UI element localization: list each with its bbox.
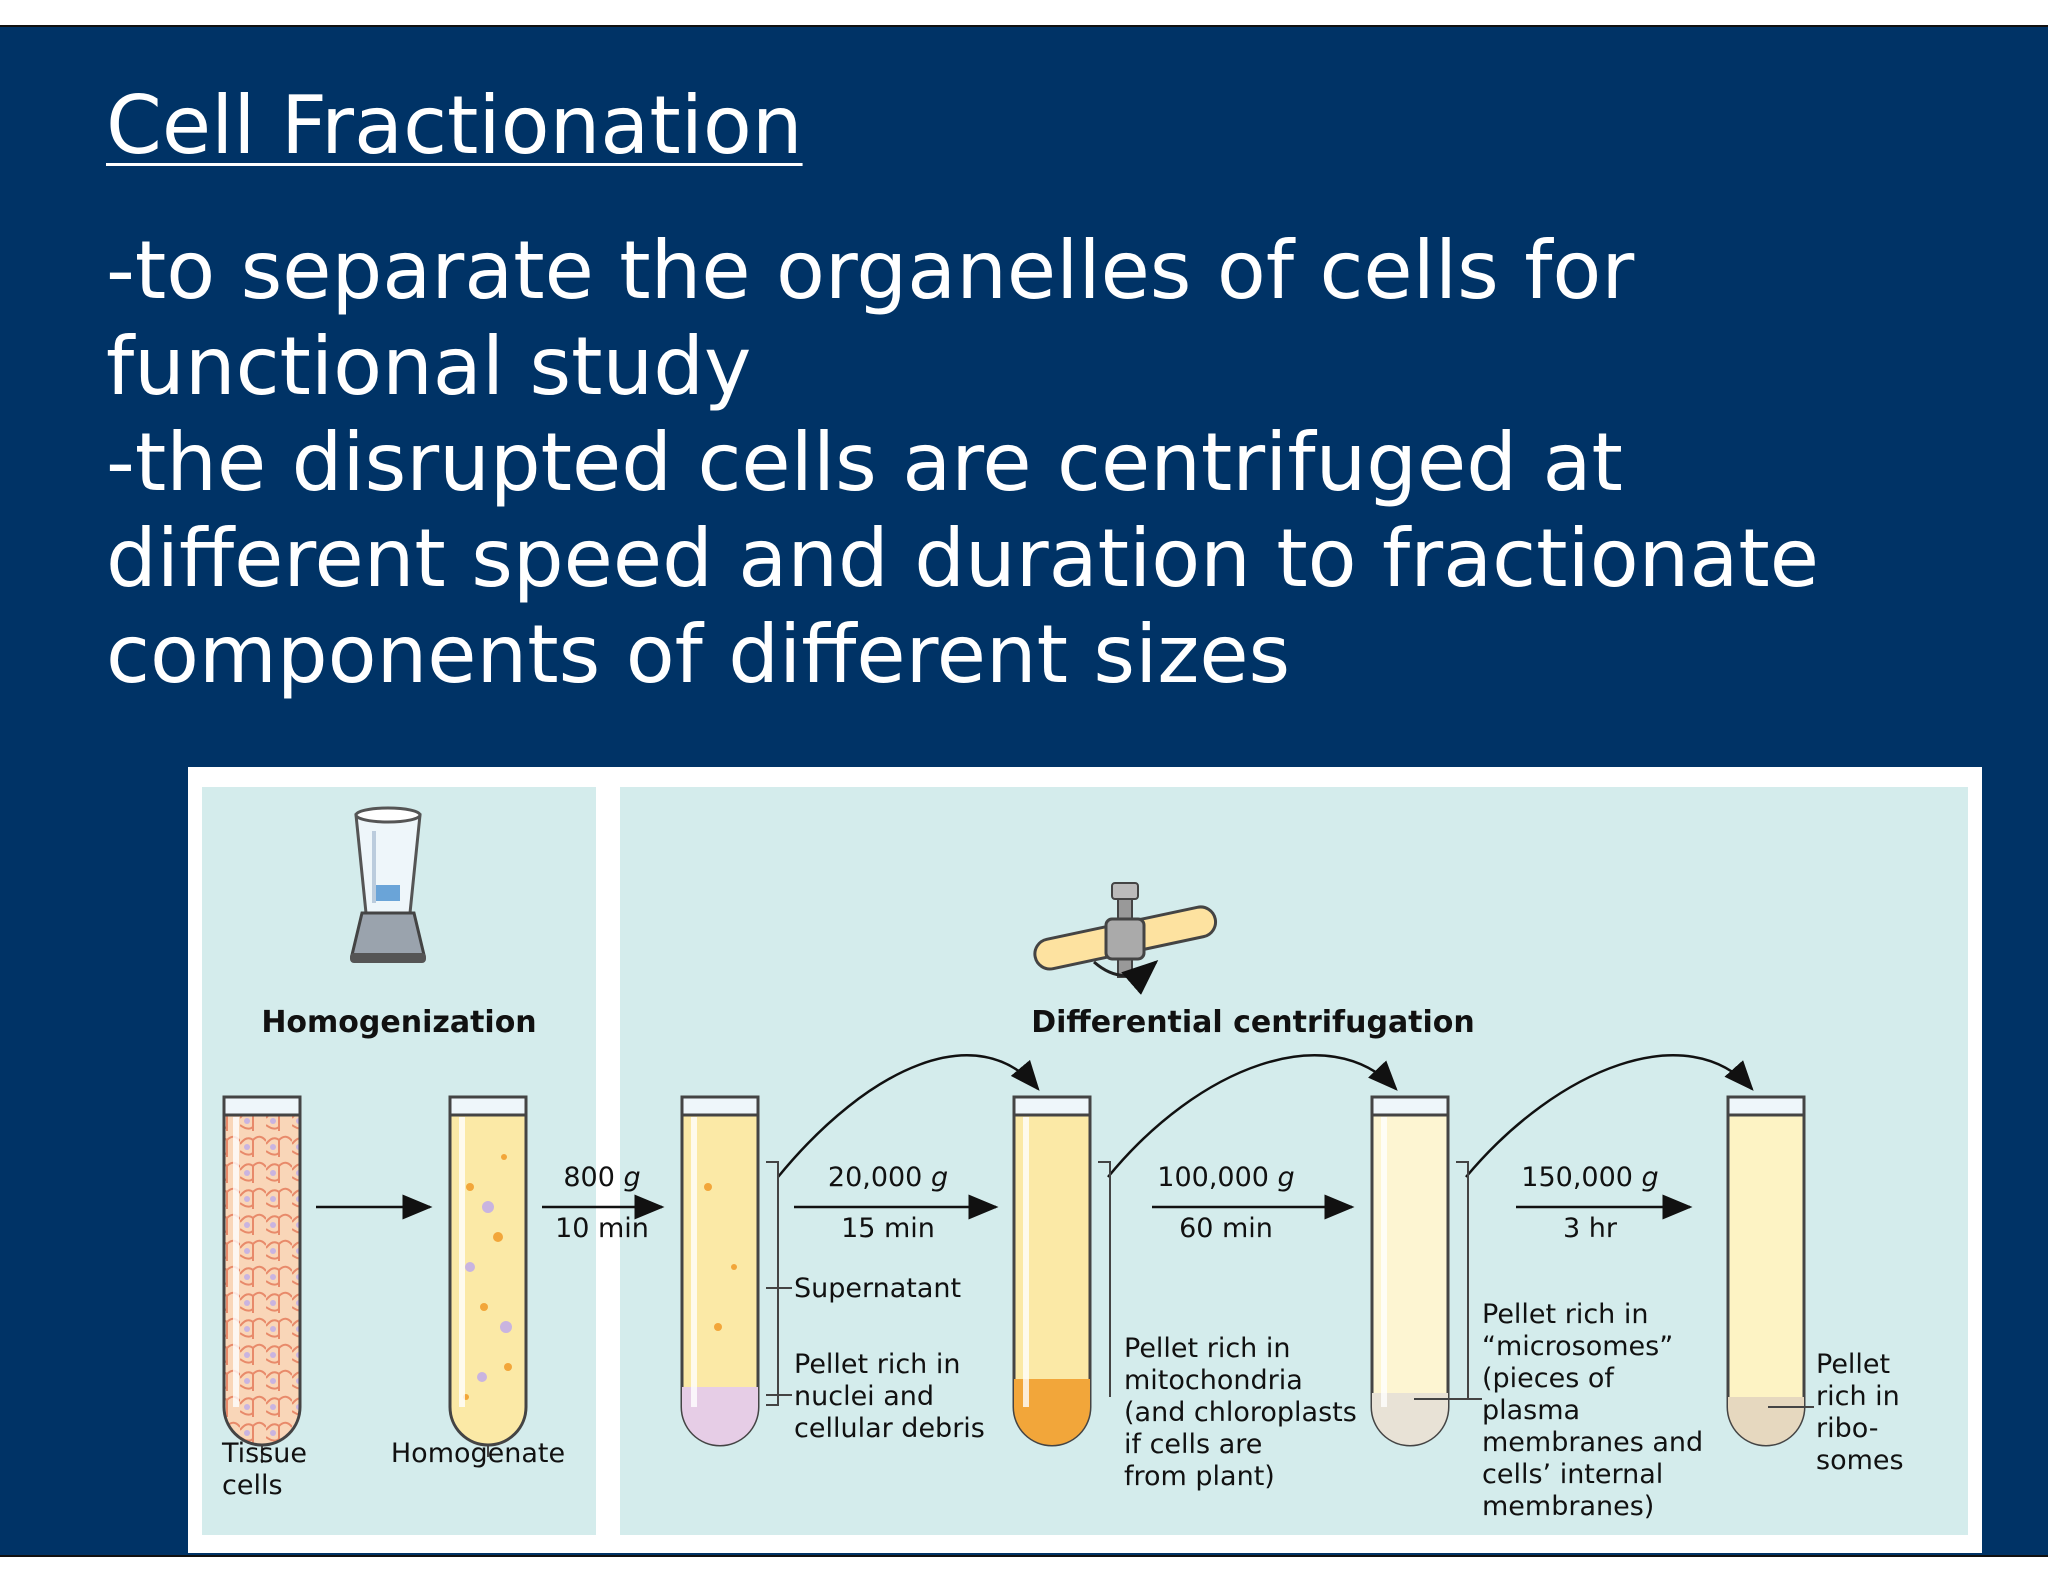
tube-tissue-cells [222, 1095, 302, 1447]
slide-body: -to separate the organelles of cells for… [106, 223, 1986, 703]
pellet-3-label: Pellet rich in “microsomes” (pieces of p… [1482, 1299, 1712, 1522]
step-2-force: 20,000 g [828, 1162, 948, 1193]
bullet-1: -to separate the organelles of cells for… [106, 224, 1635, 413]
step-1-time: 10 min [555, 1213, 649, 1244]
tube-after-100000g [1370, 1095, 1450, 1447]
pellet-2-label: Pellet rich in mitochondria (and chlorop… [1124, 1333, 1365, 1492]
tube-after-800g [680, 1095, 760, 1447]
step-4-force: 150,000 g [1521, 1162, 1658, 1193]
blender-icon [350, 806, 426, 963]
step-4-time: 3 hr [1563, 1213, 1618, 1244]
pellet-1-label: Pellet rich in nuclei and cellular debri… [794, 1349, 985, 1444]
cell-fractionation-figure: Homogenization Differential centrifugati… [188, 767, 1982, 1553]
tube-after-150000g [1726, 1095, 1806, 1447]
fractionation-diagram: Homogenization Differential centrifugati… [202, 787, 1968, 1535]
pellet-4-label: Pellet rich in ribo- somes [1816, 1349, 1908, 1476]
step-3-time: 60 min [1179, 1213, 1273, 1244]
centrifugation-heading: Differential centrifugation [1031, 1005, 1475, 1040]
tube-after-20000g [1012, 1095, 1092, 1447]
step-1-force: 800 g [563, 1162, 640, 1193]
bullet-2: -the disrupted cells are centrifuged at … [106, 416, 1819, 701]
homogenization-heading: Homogenization [261, 1005, 536, 1040]
slide-title: Cell Fractionation [106, 79, 803, 172]
centrifuge-rotor-icon [1033, 882, 1218, 995]
tube-homogenate [448, 1095, 528, 1447]
supernatant-label: Supernatant [794, 1273, 961, 1304]
slide: Cell Fractionation -to separate the orga… [0, 25, 2048, 1557]
tissue-cells-label: Tissue cells [221, 1438, 316, 1501]
step-3-force: 100,000 g [1157, 1162, 1294, 1193]
homogenate-label: Homogenate [391, 1438, 565, 1469]
step-2-time: 15 min [841, 1213, 935, 1244]
